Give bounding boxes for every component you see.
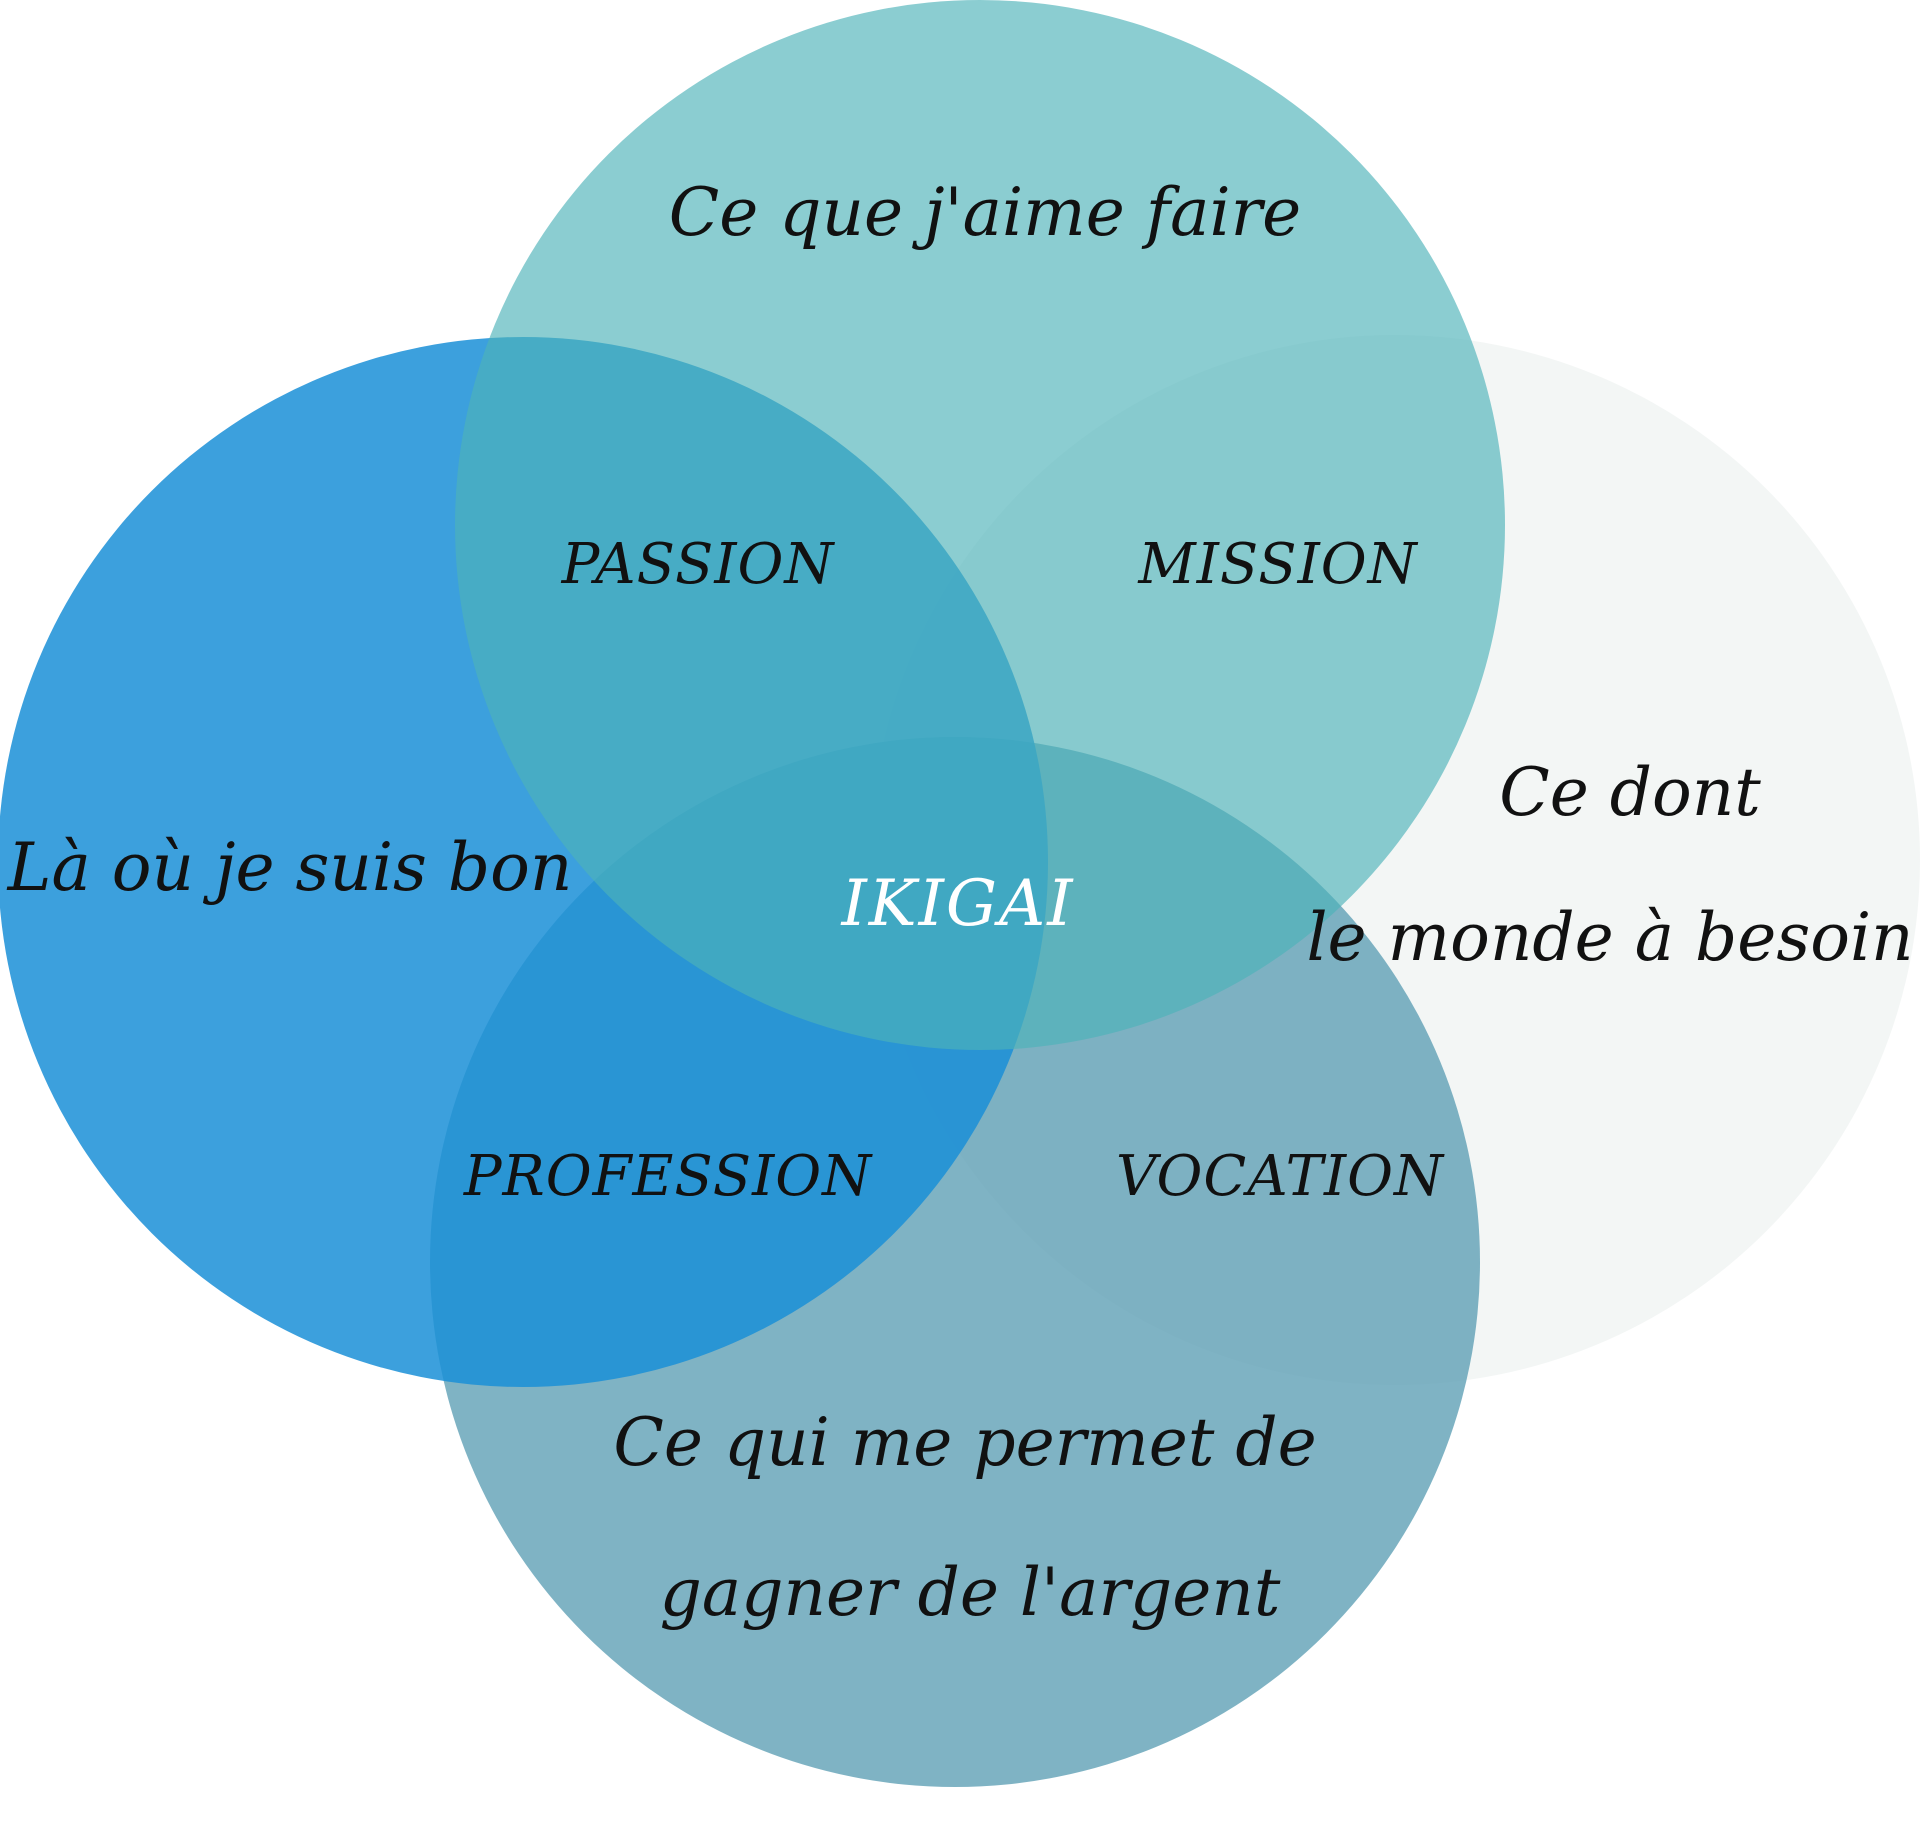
label-world-needs-line1: Ce dont: [1499, 754, 1761, 831]
zone-profession: PROFESSION: [463, 1144, 873, 1209]
zone-passion: PASSION: [561, 532, 836, 597]
label-paid-for-line1: Ce qui me permet de: [613, 1404, 1316, 1481]
label-paid-for-line2: gagner de l'argent: [660, 1554, 1281, 1631]
zone-vocation: VOCATION: [1116, 1144, 1445, 1209]
label-good-at: Là où je suis bon: [7, 829, 573, 906]
label-love: Ce que j'aime faire: [669, 174, 1302, 251]
circle-love: [455, 0, 1505, 1050]
zone-mission: MISSION: [1137, 532, 1418, 597]
center-ikigai-label: IKIGAI: [841, 867, 1075, 941]
label-world-needs-line2: le monde à besoin: [1306, 899, 1913, 976]
